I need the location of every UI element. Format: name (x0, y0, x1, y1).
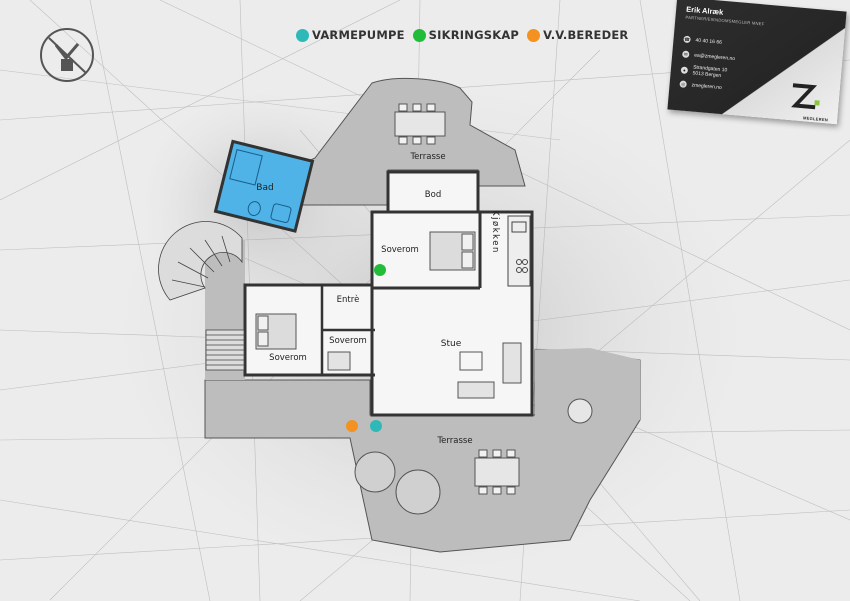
address-line-2: 5013 Bergen (692, 70, 722, 79)
room-label-entre: Entrè (337, 294, 360, 305)
legend-dot-icon (296, 28, 309, 42)
stamp-logo (40, 28, 94, 82)
room-label-bod: Bod (425, 190, 441, 200)
legend: VARMEPUMPE SIKRINGSKAP V.V.BEREDER (296, 25, 628, 45)
logo-word: MEGLEREN (802, 115, 829, 123)
legend-label: VARMEPUMPE (312, 28, 405, 42)
legend-item-vv-bereder: V.V.BEREDER (527, 28, 628, 42)
stairs (158, 221, 245, 371)
marker-varmepumpe (370, 420, 382, 432)
web-row: ◎ zmegleren.no (679, 80, 722, 91)
kitchen-counter (507, 215, 531, 287)
agent-role: PARTNER/EIENDOMSMEGLER MNEF (685, 14, 765, 27)
bathroom (213, 139, 315, 233)
marker-vv-bereder (346, 420, 358, 432)
email-address: ea@zmegleren.no (693, 52, 736, 62)
room-label-terrasse-top: Terrasse (409, 152, 445, 162)
bed (255, 231, 476, 350)
email-row: ✉ ea@zmegleren.no (681, 50, 736, 62)
living-furniture (327, 342, 522, 399)
email-icon: ✉ (681, 50, 690, 59)
marker-sikringskap (374, 264, 386, 276)
room-label-stue: Stue (441, 339, 462, 349)
room-label-soverom-2: Soverom (269, 353, 307, 363)
location-icon: ● (680, 65, 689, 74)
room-label-soverom-1: Soverom (381, 245, 419, 255)
legend-label: V.V.BEREDER (543, 28, 629, 42)
legend-dot-icon (412, 28, 426, 42)
terrace-furniture (354, 103, 593, 515)
z-logo-icon (791, 83, 820, 110)
legend-item-varmepumpe: VARMEPUMPE (296, 28, 405, 42)
business-card: Erik Alræk PARTNER/EIENDOMSMEGLER MNEF ☎… (667, 0, 847, 125)
website: zmegleren.no (691, 81, 723, 91)
terrace-side (535, 348, 640, 420)
legend-dot-icon (527, 28, 541, 42)
room-label-terrasse-bottom: Terrasse (436, 436, 472, 446)
address-row: ● Strandgaten 10 5013 Bergen (680, 63, 727, 79)
room-label-kjokken: Kjøkken (490, 210, 500, 254)
room-label-bad: Bad (256, 183, 273, 193)
legend-label: SIKRINGSKAP (428, 28, 520, 42)
room-label-soverom-3: Soverom (329, 336, 367, 346)
globe-icon: ◎ (679, 80, 687, 88)
phone-icon: ☎ (683, 35, 691, 44)
phone-row: ☎ 40 40 16 66 (683, 35, 723, 46)
legend-item-sikringskap: SIKRINGSKAP (412, 28, 520, 42)
phone-number: 40 40 16 66 (695, 37, 723, 46)
